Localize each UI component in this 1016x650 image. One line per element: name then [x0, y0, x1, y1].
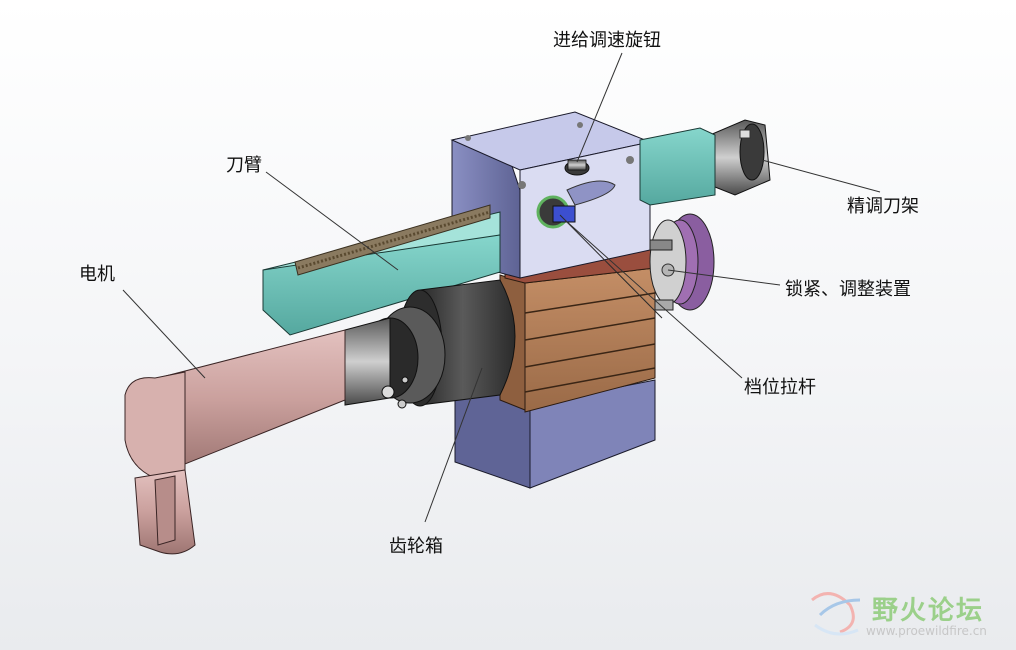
gear-lever-rod [559, 214, 663, 319]
label-gear-lever: 档位拉杆 [744, 377, 816, 398]
label-feed-speed-knob: 进给调速旋钮 [553, 30, 661, 51]
leader-gearbox [424, 367, 483, 523]
tool-arm-right [639, 127, 716, 206]
tool-arm [262, 204, 501, 336]
motor [124, 329, 346, 555]
lower-body [454, 379, 656, 489]
label-lock-adjust-device: 锁紧、调整装置 [785, 279, 911, 300]
leader-arm [265, 171, 399, 271]
leader-lines [122, 52, 881, 523]
leader-knob [576, 52, 623, 163]
leader-fine-holder [761, 159, 881, 193]
leader-gear-lever [564, 219, 743, 379]
leader-motor [122, 289, 206, 379]
gearbox [344, 279, 516, 409]
label-motor: 电机 [79, 264, 115, 285]
watermark-cn: 野火论坛 [872, 596, 985, 626]
watermark-logo [811, 592, 861, 636]
label-gearbox: 齿轮箱 [389, 536, 443, 557]
label-fine-tool-holder: 精调刀架 [847, 196, 919, 217]
watermark-en: www.proewildfire.cn [866, 624, 987, 638]
leader-lock-adjust [667, 269, 781, 286]
lock-adjust-assembly [649, 213, 715, 311]
label-tool-arm: 刀臂 [226, 155, 262, 176]
fine-holder-body [709, 119, 771, 196]
